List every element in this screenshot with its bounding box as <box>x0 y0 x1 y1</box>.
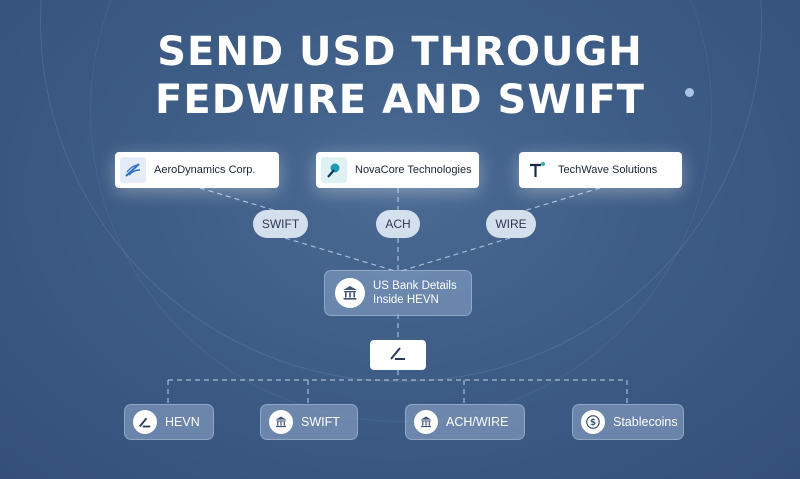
svg-text:$: $ <box>590 418 596 428</box>
novacore-logo-icon <box>321 157 347 183</box>
destination-swift: SWIFT <box>260 404 358 440</box>
bank-details-text: US Bank Details Inside HEVN <box>373 279 457 307</box>
hevn-logo-icon <box>389 345 407 366</box>
techwave-logo-icon <box>524 157 550 183</box>
destination-ach-wire: ACH/WIRE <box>405 404 525 440</box>
hevn-hub-node <box>370 340 426 370</box>
company-name: NovaCore Technologies <box>355 164 472 176</box>
orbit-dot <box>685 88 694 97</box>
page-title: SEND USD THROUGH FEDWIRE AND SWIFT <box>0 28 800 124</box>
destination-hevn: HEVN <box>124 404 214 440</box>
destination-stablecoins: $ Stablecoins <box>572 404 684 440</box>
rail-pill-swift: SWIFT <box>253 210 308 238</box>
company-card-novacore: NovaCore Technologies <box>316 152 479 188</box>
bank-details-line-1: US Bank Details <box>373 280 457 292</box>
connector-aero-swift <box>199 187 281 213</box>
bank-icon <box>414 410 438 434</box>
connector-wire-bank <box>400 237 511 272</box>
destination-label: SWIFT <box>301 415 340 429</box>
company-card-techwave: TechWave Solutions <box>519 152 682 188</box>
connector-swift-bank <box>284 237 396 272</box>
aerodynamics-logo-icon <box>120 157 146 183</box>
rail-pill-wire: WIRE <box>486 210 536 238</box>
dollar-coin-icon: $ <box>581 410 605 434</box>
bank-icon <box>335 278 365 308</box>
destination-label: HEVN <box>165 415 200 429</box>
rail-pill-ach: ACH <box>376 210 420 238</box>
destination-label: Stablecoins <box>613 415 678 429</box>
bank-icon <box>269 410 293 434</box>
connector-tech-wire <box>519 187 601 213</box>
bank-details-line-2: Inside HEVN <box>373 294 439 306</box>
hevn-logo-icon <box>133 410 157 434</box>
us-bank-details-node: US Bank Details Inside HEVN <box>324 270 472 316</box>
company-name: AeroDynamics Corp. <box>154 164 256 176</box>
title-line-1: SEND USD THROUGH <box>157 29 643 75</box>
title-line-2: FEDWIRE AND SWIFT <box>155 77 645 123</box>
destination-label: ACH/WIRE <box>446 415 509 429</box>
company-card-aerodynamics: AeroDynamics Corp. <box>115 152 279 188</box>
company-name: TechWave Solutions <box>558 164 658 176</box>
